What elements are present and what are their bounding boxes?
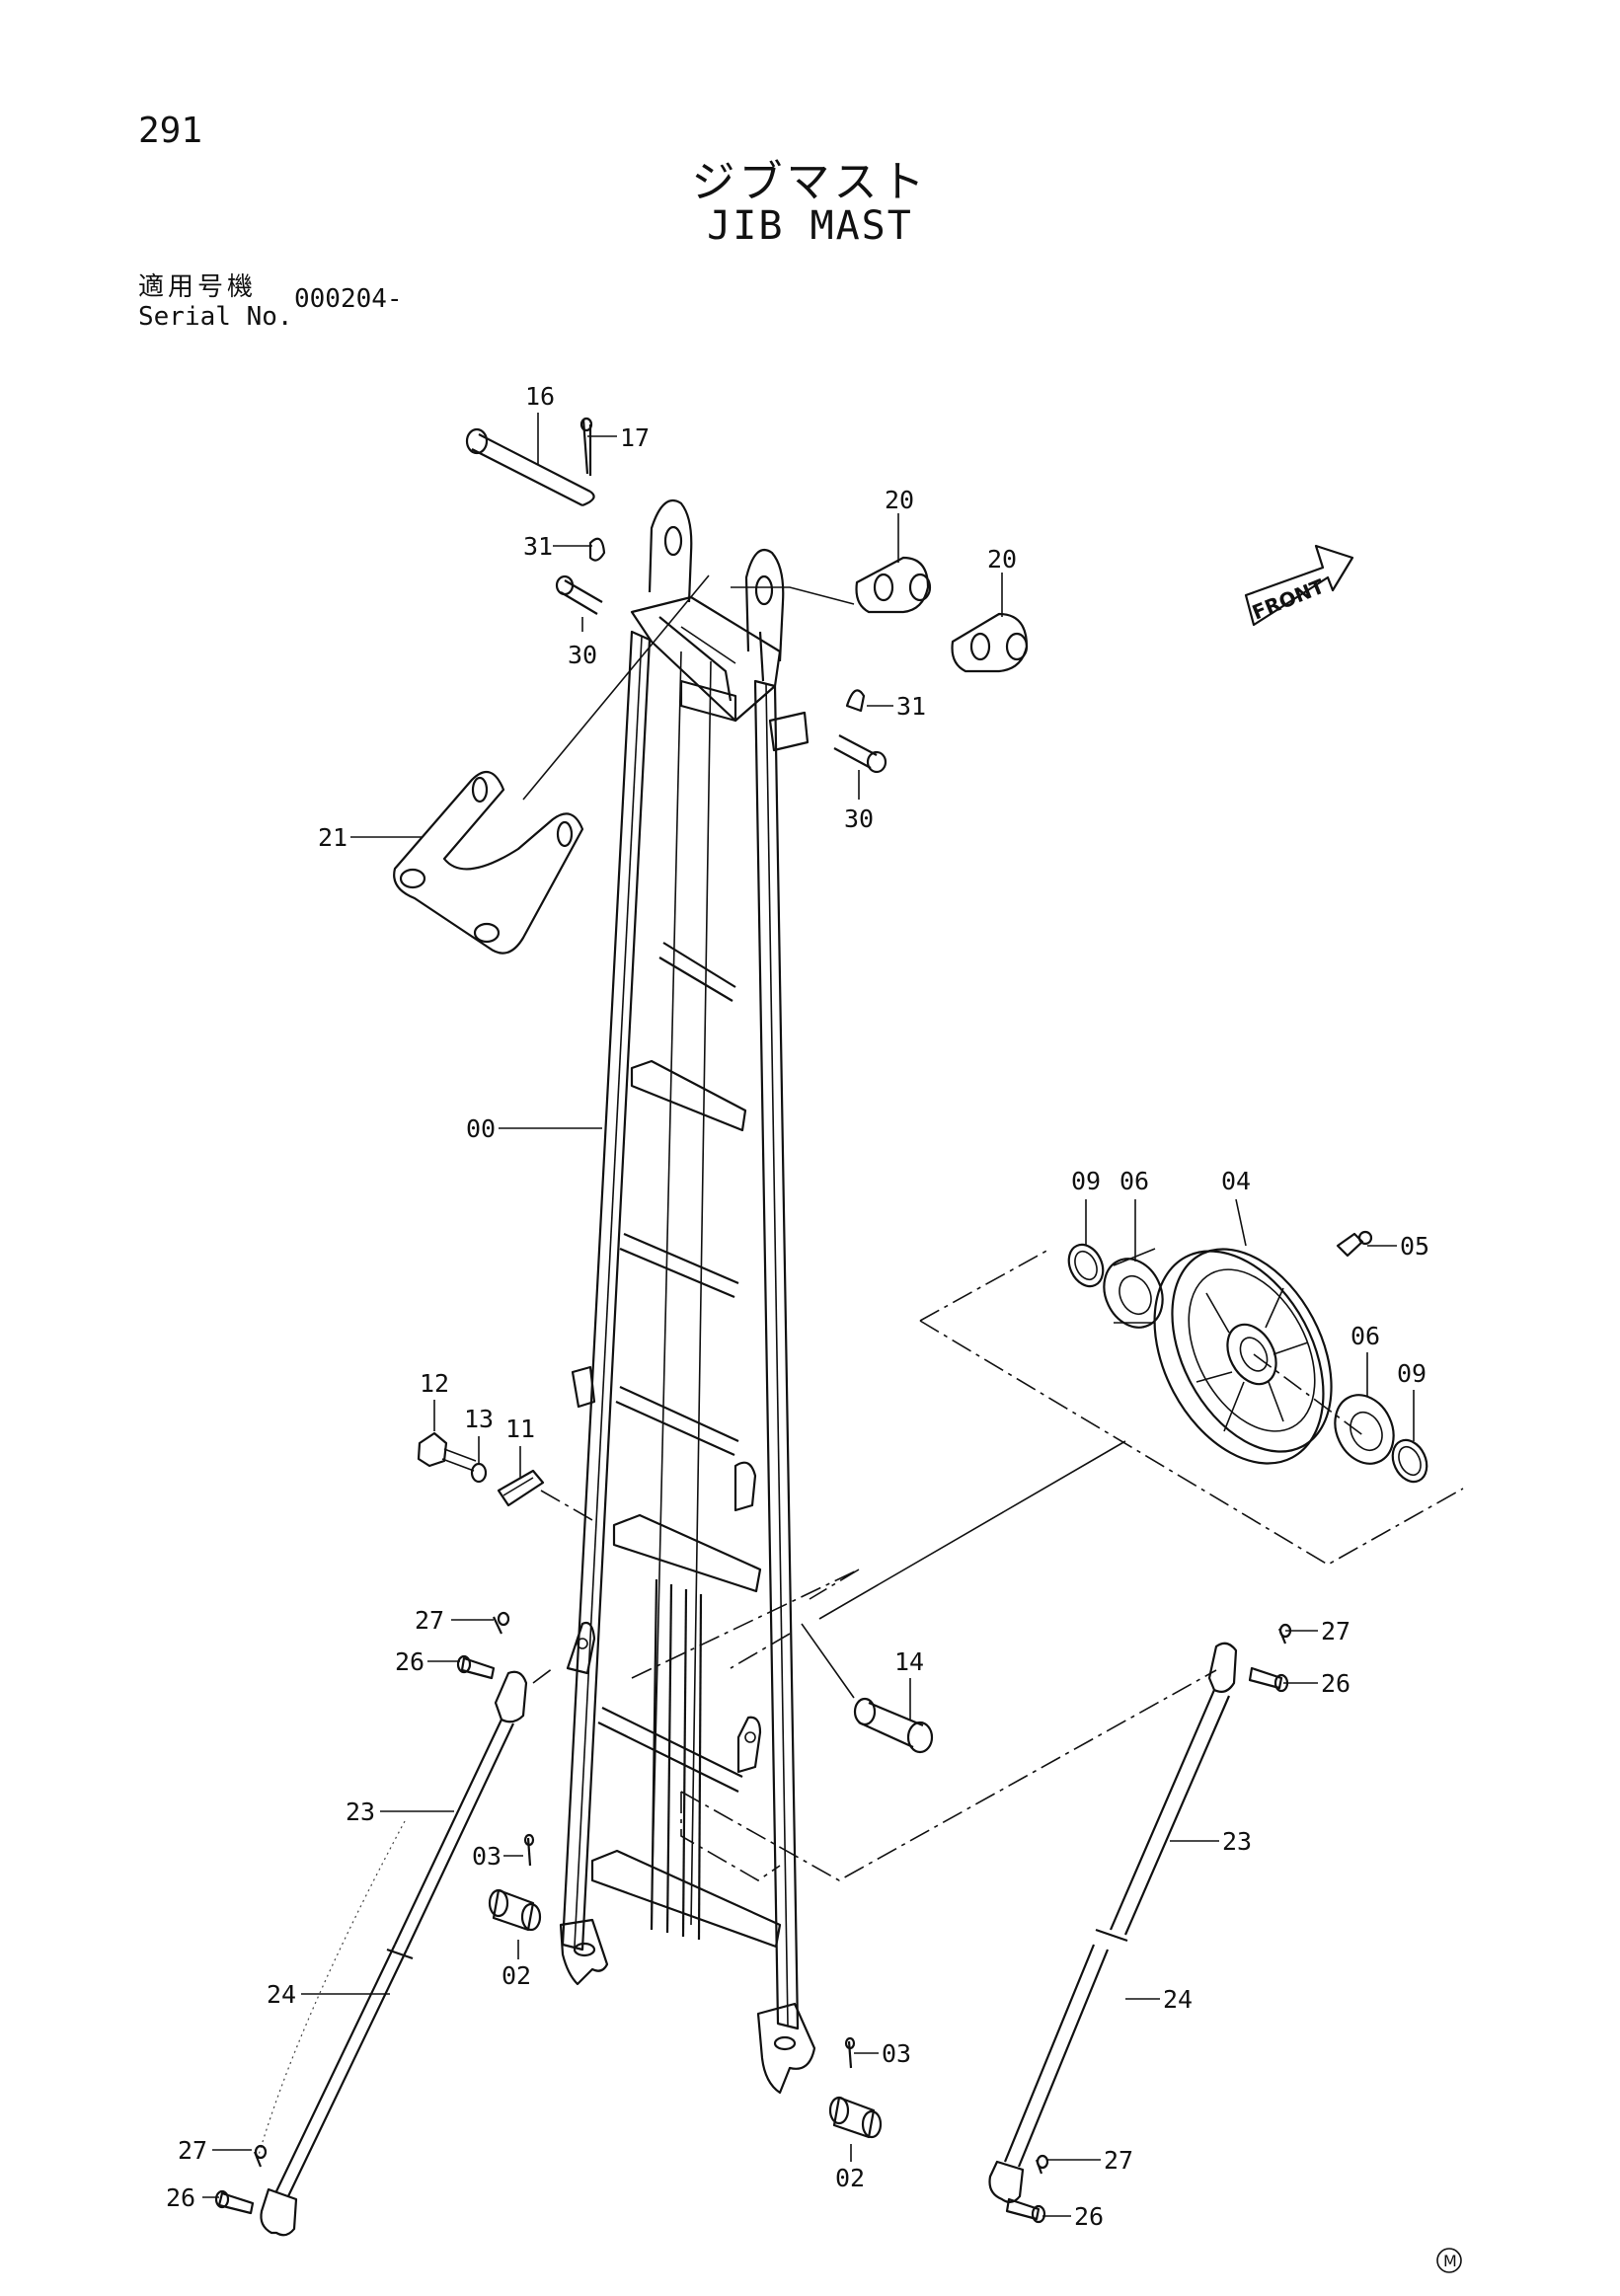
page-title-japanese: ジブマスト	[691, 157, 929, 207]
callout-26-left-lower: 26	[166, 2183, 195, 2212]
callout-21: 21	[318, 823, 347, 852]
front-label: FRONT	[1249, 574, 1328, 625]
pin-set-right-bottom	[828, 2036, 883, 2139]
serial-number-value: 000204-	[294, 284, 403, 314]
callout-26-right-upper: 26	[1321, 1669, 1350, 1698]
callout-09-left: 09	[1071, 1167, 1101, 1195]
callout-20-lower: 20	[987, 545, 1017, 574]
callout-26-right-lower: 26	[1074, 2202, 1104, 2231]
lock-plate-31-right	[845, 689, 866, 713]
callout-03-left: 03	[472, 1842, 501, 1871]
callout-27-right-upper: 27	[1321, 1617, 1350, 1645]
pin-set-right-upper	[1248, 1623, 1292, 1693]
maker-mark: M	[1436, 2248, 1462, 2273]
pin-set-left-lower	[214, 2144, 268, 2215]
callout-26-left-upper: 26	[395, 1647, 424, 1676]
callout-12: 12	[420, 1369, 449, 1398]
sheave-assembly	[730, 1230, 1464, 1669]
callout-13: 13	[464, 1405, 494, 1433]
callout-30-top: 30	[568, 641, 597, 669]
callout-00: 00	[466, 1114, 496, 1143]
serial-label-english: Serial No.	[138, 302, 293, 332]
callout-04: 04	[1221, 1167, 1251, 1195]
pin-set-left-bottom	[488, 1833, 542, 1932]
pin-set-right-lower	[1005, 2154, 1049, 2224]
callout-06-right: 06	[1350, 1322, 1380, 1350]
callout-17: 17	[620, 423, 650, 452]
pin-30-right	[833, 734, 887, 774]
callout-31-top: 31	[523, 532, 553, 561]
maker-mark-letter: M	[1443, 2252, 1457, 2270]
callout-27-left-lower: 27	[178, 2136, 207, 2165]
callout-11: 11	[505, 1415, 535, 1443]
callout-02-left: 02	[501, 1961, 531, 1990]
bushing-20-lower	[951, 612, 1029, 673]
pin-14	[631, 1569, 934, 1754]
leader-lines	[202, 413, 1415, 2217]
callout-24-right: 24	[1163, 1985, 1193, 2014]
callout-03-right: 03	[882, 2039, 911, 2068]
page-title-english: JIB MAST	[707, 203, 913, 249]
split-pin-17	[579, 417, 593, 476]
lock-plate-31-top	[588, 537, 606, 562]
page-number: 291	[138, 111, 203, 151]
pin-set-left-upper	[456, 1611, 554, 1684]
pin-30-top	[555, 574, 603, 615]
callout-labels: 16 17 20 20 31 30 31 30 21 00 09 06 04 0…	[166, 382, 1429, 2231]
callout-20-upper: 20	[885, 486, 914, 514]
callout-23-left: 23	[346, 1798, 375, 1826]
callout-31-right: 31	[896, 692, 926, 721]
bolt-12	[417, 1431, 477, 1472]
washer-13	[470, 1462, 488, 1484]
callout-23-right: 23	[1222, 1827, 1252, 1856]
callout-09-right: 09	[1397, 1359, 1427, 1388]
callout-02-right: 02	[835, 2164, 865, 2192]
front-direction-arrow: FRONT	[1244, 544, 1354, 627]
callout-16: 16	[525, 382, 555, 411]
callout-14: 14	[894, 1647, 924, 1676]
jib-mast-frame	[559, 498, 816, 2095]
plate-11	[497, 1469, 545, 1507]
callout-06-left: 06	[1119, 1167, 1149, 1195]
bushing-20-upper	[855, 556, 932, 614]
yoke-bracket-21	[393, 770, 584, 955]
callout-24-left: 24	[267, 1980, 296, 2009]
callout-30-right: 30	[844, 804, 874, 833]
serial-label-japanese: 適用号機	[138, 272, 258, 302]
pin-16	[465, 427, 595, 507]
callout-27-left-upper: 27	[415, 1606, 444, 1635]
callout-27-right-lower: 27	[1104, 2146, 1133, 2175]
tie-rod-right	[988, 1642, 1238, 2203]
tie-rod-left	[256, 1670, 528, 2237]
callout-05: 05	[1400, 1232, 1429, 1261]
